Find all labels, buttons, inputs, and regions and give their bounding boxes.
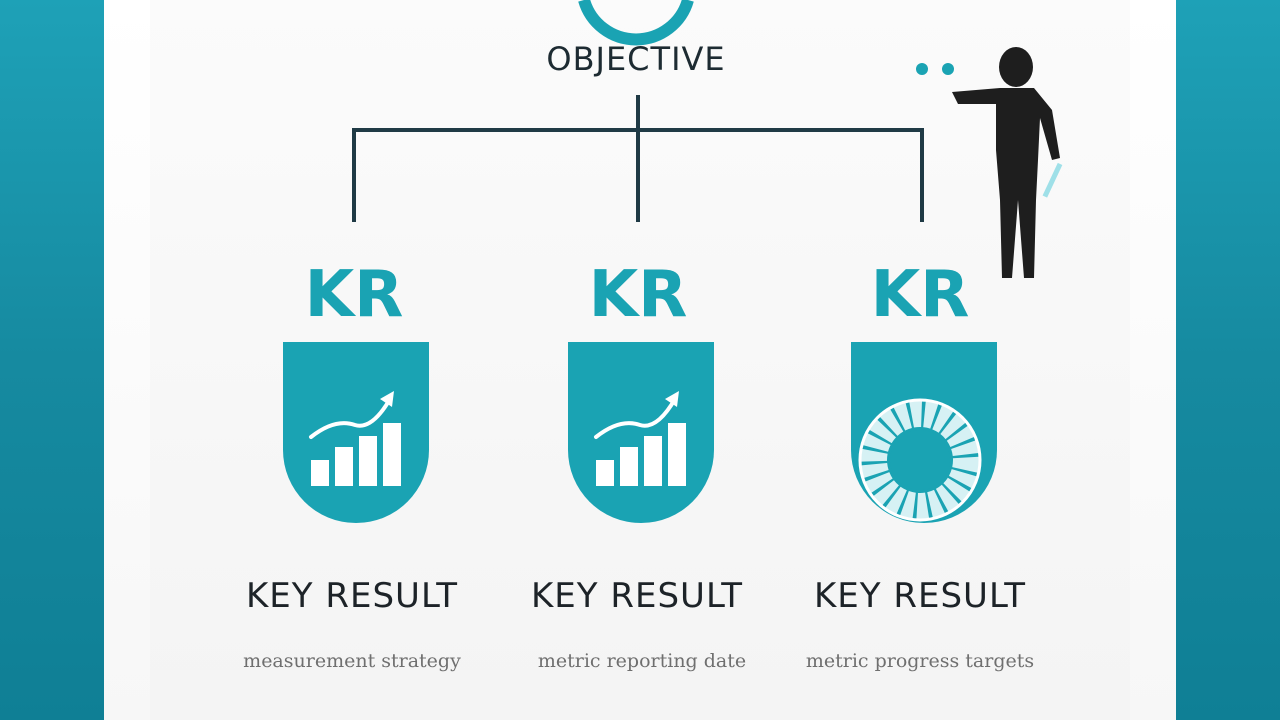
- key-result-description-3: metric progress targets: [805, 650, 1035, 672]
- kr-badge-2: KR: [588, 258, 688, 332]
- kr-shield-3: [851, 342, 997, 523]
- key-result-description-2: metric reporting date: [537, 650, 747, 672]
- right-frame: [1170, 0, 1280, 720]
- objective-title: OBJECTIVE: [546, 40, 726, 78]
- key-result-title-1: KEY RESULT: [246, 576, 458, 616]
- tree-connector: [352, 95, 924, 222]
- bar-chart-up-icon: [309, 391, 401, 486]
- kr-shield-2: [568, 342, 714, 523]
- key-result-title-3: KEY RESULT: [814, 576, 1026, 616]
- objective-ring-icon: [578, 0, 694, 46]
- kr-badge-3: KR: [870, 258, 970, 332]
- kr-badge-1: KR: [304, 258, 404, 332]
- key-result-description-1: measurement strategy: [243, 650, 461, 672]
- bar-chart-up-icon: [594, 391, 686, 486]
- donut-progress-icon: [858, 398, 982, 522]
- key-result-title-2: KEY RESULT: [531, 576, 743, 616]
- kr-shield-1: [283, 342, 429, 523]
- presenter-figure: [916, 47, 1063, 278]
- left-frame: [0, 0, 110, 720]
